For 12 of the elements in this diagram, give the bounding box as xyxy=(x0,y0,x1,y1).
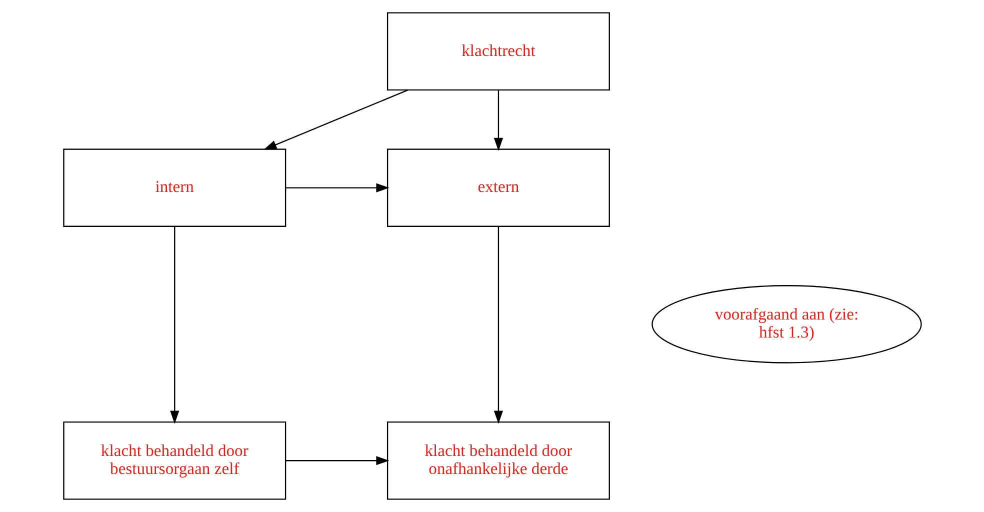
arrow xyxy=(285,183,389,192)
node-ellipse: voorafgaand aan (zie: hfst 1.3) xyxy=(651,285,922,364)
arrow xyxy=(285,456,389,466)
arrow xyxy=(493,90,503,151)
node-box: intern xyxy=(62,148,286,227)
node-box: klacht behandeld door onafhankelijke derde xyxy=(386,421,610,500)
node-box: klacht behandeld door bestuursorgaan zelf xyxy=(62,421,286,500)
arrow xyxy=(493,226,503,424)
node-box: extern xyxy=(386,148,610,227)
arrow xyxy=(170,226,179,424)
node-box: klachtrecht xyxy=(386,12,610,91)
arrow xyxy=(263,90,408,150)
